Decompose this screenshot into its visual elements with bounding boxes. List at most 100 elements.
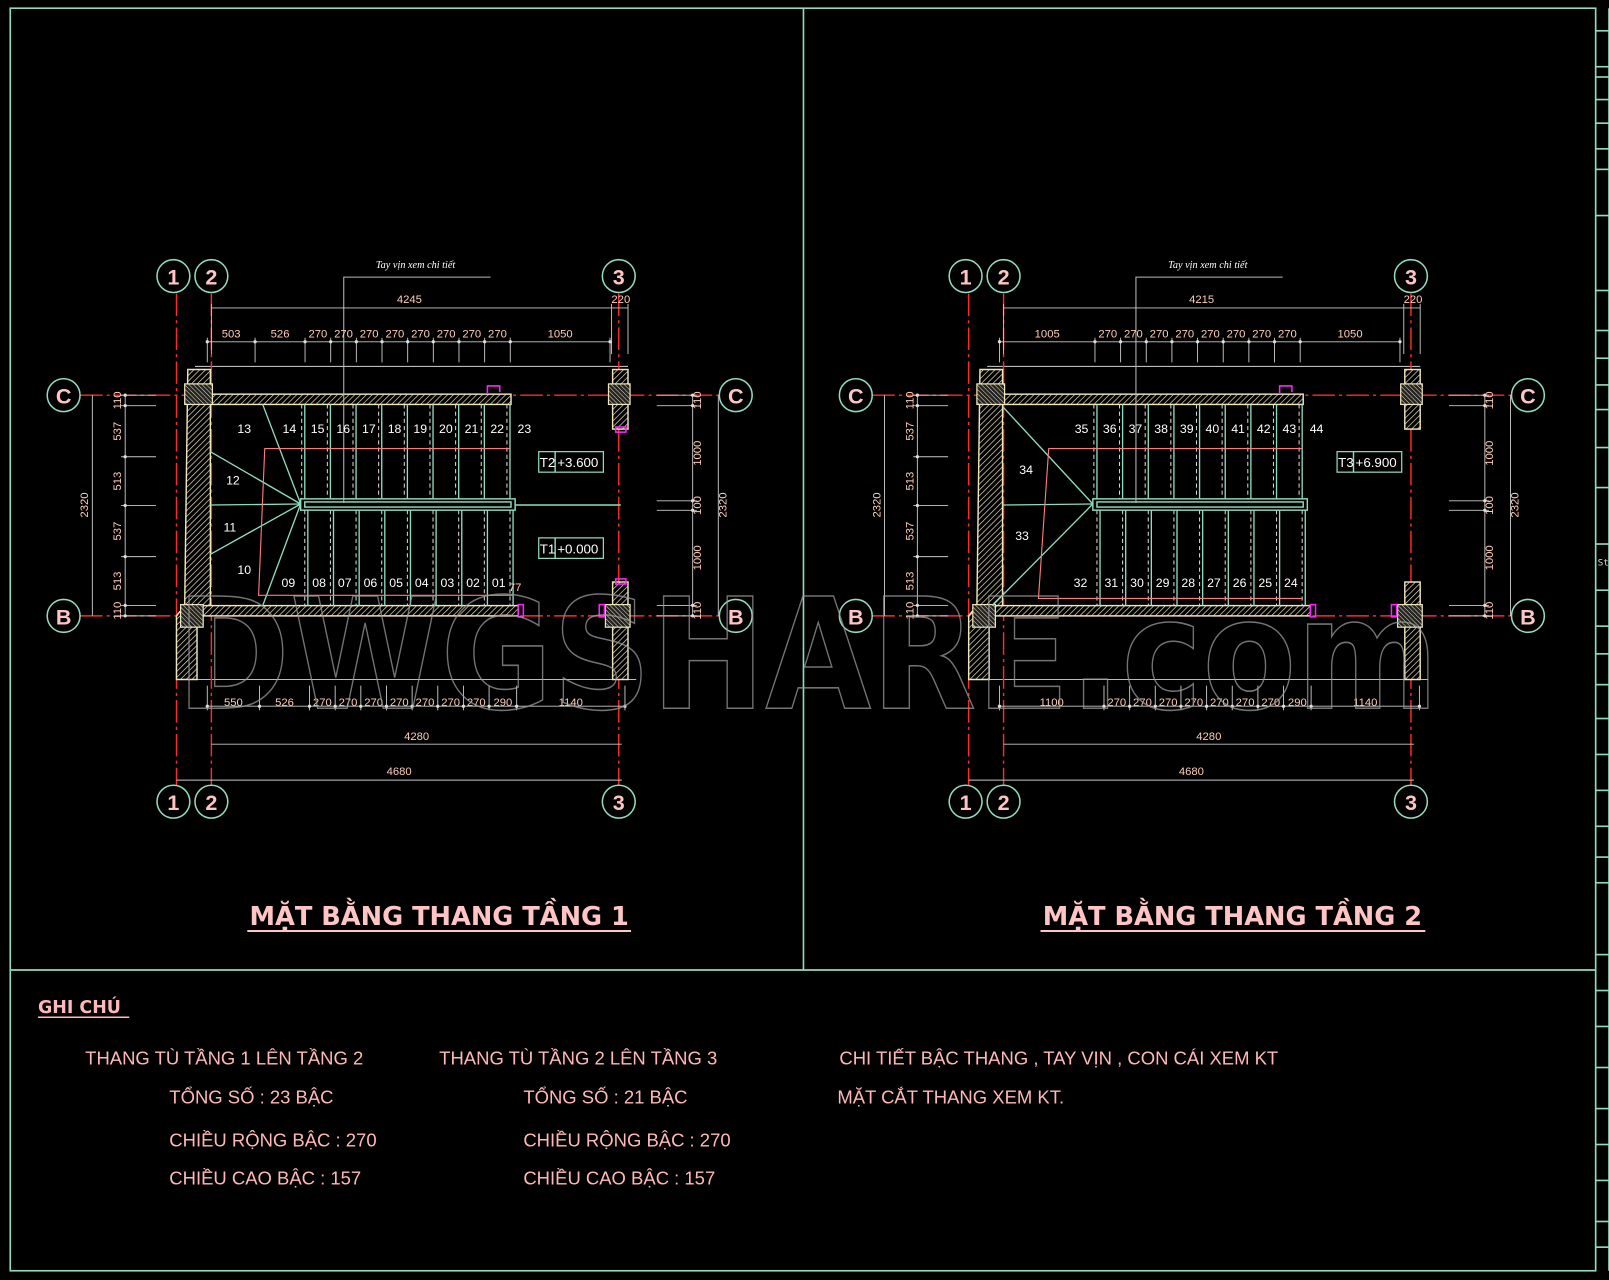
grid-bubble xyxy=(948,258,983,294)
handrail xyxy=(1092,498,1309,511)
step-number: 26 xyxy=(1233,576,1247,590)
dimension-value: 513 xyxy=(904,572,916,591)
step-number: 02 xyxy=(466,576,480,590)
step-number: 15 xyxy=(311,422,325,436)
dimension-value: 503 xyxy=(222,329,241,341)
dimension-tick xyxy=(1102,704,1106,708)
dimension-value: 270 xyxy=(1159,697,1178,709)
dimension-tick xyxy=(915,554,920,559)
note-col2-height: CHIỀU CAO BẬC : 157 xyxy=(523,1168,715,1189)
dimension-tick xyxy=(1298,340,1302,344)
dimension-value: 270 xyxy=(1210,697,1229,709)
grid-label: 3 xyxy=(1405,265,1417,290)
step-number: 43 xyxy=(1283,422,1297,436)
grid-label: 1 xyxy=(960,790,972,815)
grid-label: B xyxy=(728,604,744,629)
dimension-tick xyxy=(359,704,363,708)
dimension-tick xyxy=(1170,340,1174,344)
step-number: 21 xyxy=(465,422,479,436)
dimension-value: 1000 xyxy=(1484,441,1496,466)
dimension-tick xyxy=(1483,603,1487,608)
dimension-value: 270 xyxy=(334,329,353,341)
dimension-value: 1140 xyxy=(1353,697,1377,709)
dimension-value: 270 xyxy=(1124,329,1143,341)
dimension-tick xyxy=(1417,704,1422,708)
marker xyxy=(614,578,627,585)
grid-label: B xyxy=(848,604,864,629)
dimension-value: 270 xyxy=(1150,329,1169,341)
grid-bubble xyxy=(1510,598,1546,634)
dimension-tick xyxy=(303,340,307,344)
dimension-value: 2320 xyxy=(1510,492,1522,517)
dimension-value: 1005 xyxy=(1035,329,1060,341)
dimension-value: 110 xyxy=(112,391,124,409)
dimension-tick xyxy=(515,704,519,708)
dimension-tick xyxy=(1483,614,1487,618)
step-number: 20 xyxy=(439,422,453,436)
winder-line xyxy=(210,451,301,505)
grid-label: 1 xyxy=(167,265,179,290)
dimension-value: 537 xyxy=(112,422,124,441)
grid-bubble xyxy=(838,598,873,634)
grid-label: C xyxy=(848,384,864,409)
dimension-tick xyxy=(1093,340,1097,344)
marker xyxy=(517,603,525,618)
grid-label: 1 xyxy=(167,790,179,815)
dimension-value: 110 xyxy=(904,602,916,620)
marker xyxy=(1390,603,1398,618)
notes-heading: GHI CHÚ xyxy=(38,996,121,1018)
column xyxy=(976,383,1006,406)
grid-bubble xyxy=(601,258,636,294)
step-number: 17 xyxy=(362,422,376,436)
grid-label: 2 xyxy=(205,265,217,290)
dimension-tick xyxy=(380,340,384,344)
step-number: 36 xyxy=(1103,422,1117,436)
dimension-value: 270 xyxy=(390,697,409,709)
dimension-tick xyxy=(257,704,262,708)
dimension-value: 270 xyxy=(1098,329,1117,341)
dimension-value: 1140 xyxy=(559,697,583,709)
top-wall xyxy=(1001,393,1304,406)
dimension-value: 2320 xyxy=(79,492,91,517)
dimension-tick xyxy=(1221,340,1225,344)
dimension-tick xyxy=(457,340,461,344)
step-number: 09 xyxy=(282,576,296,590)
dimension-value: 220 xyxy=(1404,294,1423,306)
dimension-value: 537 xyxy=(904,522,916,541)
column xyxy=(607,383,631,406)
step-number: 27 xyxy=(1207,576,1221,590)
grid-bubble xyxy=(156,784,191,819)
step-number: 22 xyxy=(490,422,504,436)
step-number: 14 xyxy=(283,422,297,436)
dimension-tick xyxy=(691,603,695,608)
step-number: 07 xyxy=(338,576,352,590)
dimension-value: 270 xyxy=(411,329,430,341)
dimension-value: 110 xyxy=(692,391,704,409)
step-number: 28 xyxy=(1181,576,1195,590)
dimension-value: 4280 xyxy=(1196,731,1221,743)
winder-step-number: 12 xyxy=(226,473,240,487)
grid-label: C xyxy=(728,384,744,409)
dimension-tick xyxy=(1204,704,1209,708)
dimension-tick xyxy=(1398,340,1402,344)
dimension-tick xyxy=(915,393,920,397)
level-code: T3 xyxy=(1338,455,1354,470)
dimension-tick xyxy=(406,340,410,344)
step-number: 23 xyxy=(518,422,532,436)
leader-line xyxy=(1135,276,1283,503)
dimension-tick xyxy=(123,614,127,618)
winder-step-number: 33 xyxy=(1015,529,1029,543)
step-number: 39 xyxy=(1180,422,1194,436)
dimension-value: 270 xyxy=(1201,329,1220,341)
grid-bubble xyxy=(1393,784,1429,819)
dimension-value: 100 xyxy=(692,496,704,515)
dimension-tick xyxy=(1483,499,1487,503)
dimension-tick xyxy=(253,340,257,344)
leader-line xyxy=(343,276,491,503)
grid-label: 2 xyxy=(998,790,1010,815)
dimension-tick xyxy=(691,499,695,503)
dimension-tick xyxy=(915,614,920,618)
winder-step-number: 13 xyxy=(237,422,251,436)
dimension-tick xyxy=(123,393,127,397)
notes-section: GHI CHÚ THANG TÙ TẦNG 1 LÊN TẦNG 2 TỔNG … xyxy=(37,996,1278,1189)
